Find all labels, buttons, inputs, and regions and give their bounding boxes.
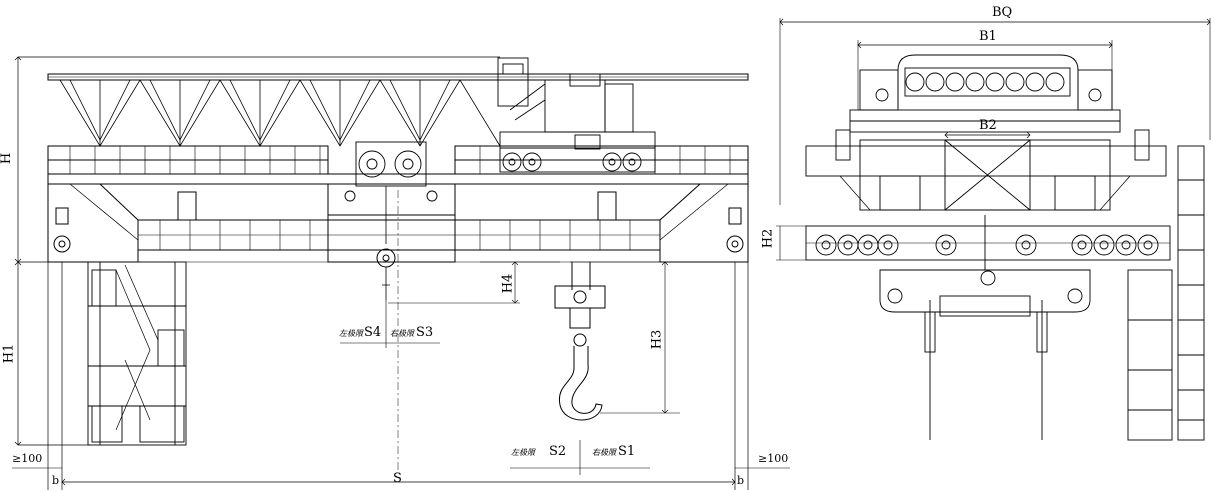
label-h4: H4 [500, 273, 516, 294]
left-tower [87, 261, 187, 446]
label-h: H [0, 152, 15, 165]
label-limit-left-s4: 左极限 [339, 329, 363, 338]
side-ladder [1127, 145, 1205, 441]
truss-diagonals [59, 79, 501, 147]
main-girder [47, 173, 749, 185]
label-bq: BQ [992, 5, 1013, 20]
side-frame [805, 129, 1171, 261]
label-s1: S1 [618, 444, 636, 459]
label-limit-left-s2: 左极限 [511, 448, 535, 457]
label-s2: S2 [549, 444, 567, 459]
label-s: S [393, 471, 402, 486]
aux-hook-block [376, 248, 396, 268]
label-h2: H2 [760, 228, 776, 249]
main-hook [554, 262, 606, 421]
label-b-left: b [52, 474, 60, 487]
label-clear-left: ≥100 [12, 452, 43, 465]
wheel-left [53, 235, 71, 253]
side-wheels [815, 234, 1159, 256]
side-hook-block [879, 215, 1091, 440]
side-elevation [776, 18, 1211, 441]
wheel-right [726, 235, 744, 253]
label-h3: H3 [649, 329, 665, 350]
label-h1: H1 [1, 343, 17, 364]
label-clear-right: ≥100 [758, 452, 789, 465]
aux-hoist [344, 141, 438, 202]
front-elevation [12, 56, 790, 490]
label-b-right: b [737, 474, 745, 487]
trolley-side [849, 54, 1121, 133]
label-limit-right-s3: 右极限 [390, 329, 414, 338]
label-limit-right-s1: 右极限 [592, 448, 616, 457]
trolley [497, 57, 656, 173]
label-b2: B2 [979, 118, 997, 133]
label-b1: B1 [979, 29, 997, 44]
label-s3: S3 [416, 325, 434, 340]
label-s4: S4 [364, 325, 382, 340]
